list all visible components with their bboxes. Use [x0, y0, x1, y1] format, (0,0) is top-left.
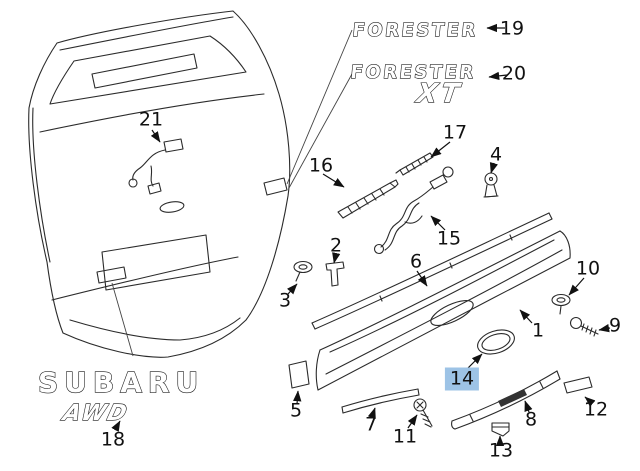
arrow-3: [287, 283, 298, 295]
arrow-5: [293, 390, 302, 405]
part-label-17: 17: [442, 121, 468, 144]
emblem-hole: [430, 300, 474, 326]
part-4-clip: [483, 172, 499, 198]
part-10-nut: [551, 293, 571, 315]
window-inner-panel: [91, 53, 198, 89]
arrow-4: [489, 162, 498, 174]
part-label-20: 20: [501, 62, 527, 85]
part-label-8: 8: [524, 408, 538, 431]
part-label-18: 18: [100, 428, 126, 451]
arrow-1: [519, 309, 533, 324]
part-label-13: 13: [488, 439, 514, 462]
arrow-21: [150, 129, 161, 143]
side-badge-location: [263, 177, 288, 196]
part-1-garnish: [315, 230, 571, 391]
part-5-pad: [288, 360, 310, 389]
license-plate-recess: [101, 234, 211, 291]
part-label-2: 2: [329, 234, 343, 257]
arrow-11: [407, 414, 418, 429]
forester-emblem: FORESTER: [351, 20, 478, 41]
part-21-harness: [128, 138, 184, 195]
part-label-15: 15: [436, 227, 462, 250]
callout-arrows: [111, 23, 611, 447]
part-label-6: 6: [409, 250, 423, 273]
leader-lines: [111, 29, 353, 357]
part-7-strip: [341, 388, 420, 414]
part-label-3: 3: [278, 289, 292, 312]
forester-xt-emblem: FORESTER: [349, 62, 476, 83]
part-15-wiring: [373, 166, 454, 255]
subaru-emblem: SUBARU: [38, 366, 204, 399]
tailgate-drawing: [28, 10, 291, 358]
part-3-grommet: [293, 260, 313, 282]
part-16-garnish: [337, 179, 399, 219]
arrow-10: [568, 277, 585, 296]
molding-pad: [498, 389, 527, 407]
part-label-5: 5: [289, 399, 303, 422]
part-label-12: 12: [583, 398, 609, 421]
part-label-4: 4: [489, 143, 503, 166]
part-label-14-highlighted: 14: [444, 367, 480, 391]
part-label-19: 19: [499, 17, 525, 40]
rear-emblem-location: [96, 266, 127, 284]
arrow-15: [430, 215, 446, 231]
part-13-clip: [491, 422, 510, 437]
rear-window: [49, 35, 247, 105]
arrow-9: [598, 324, 611, 333]
part-2-clip: [325, 261, 345, 287]
part-12-plate: [563, 376, 593, 394]
arrow-2: [332, 252, 341, 264]
part-17-bracket: [395, 152, 434, 176]
part-label-11: 11: [392, 425, 418, 448]
arrow-6: [416, 270, 428, 287]
part-label-21: 21: [138, 108, 164, 131]
arrow-18: [111, 420, 121, 432]
arrow-12: [584, 396, 596, 407]
part-11-bolt: [413, 398, 433, 428]
part-14-emblem: [477, 329, 515, 355]
arrow-16: [322, 173, 345, 188]
arrow-14: [465, 353, 483, 371]
gate-handle: [159, 201, 185, 213]
part-label-7: 7: [364, 413, 378, 436]
part-label-1: 1: [531, 319, 545, 342]
xt-emblem-text: XT: [413, 79, 465, 109]
arrow-20: [488, 71, 508, 81]
part-8-license-molding: [451, 370, 561, 430]
part-label-16: 16: [308, 154, 334, 177]
arrow-7: [367, 407, 376, 420]
part-9-bolt: [569, 316, 599, 337]
part-6-molding: [311, 212, 553, 330]
awd-emblem: AWD: [59, 400, 132, 426]
arrow-8: [524, 400, 533, 413]
arrow-17: [430, 141, 451, 158]
part-label-10: 10: [575, 257, 601, 280]
part-label-9: 9: [608, 314, 622, 337]
